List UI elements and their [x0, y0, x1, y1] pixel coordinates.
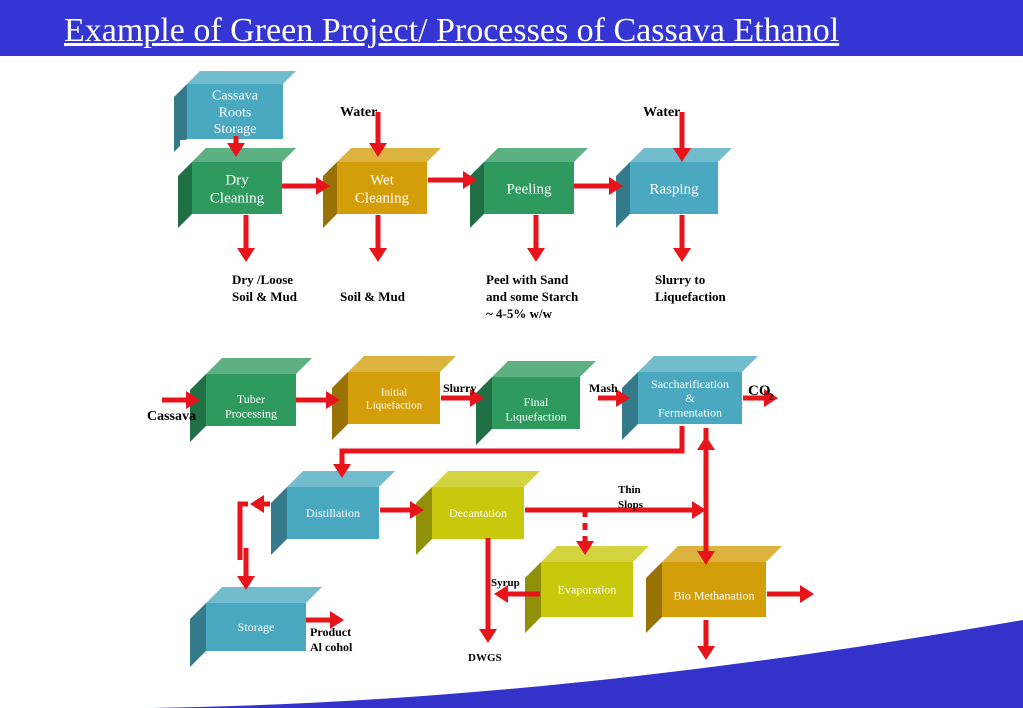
label-thin-slops: Thin: [618, 484, 641, 496]
flow-arrow: [369, 112, 387, 157]
box-label: Roots: [219, 105, 252, 120]
label-co2-sub: 2: [769, 392, 774, 402]
flow-arrow: [527, 215, 545, 262]
box-saccharification: Saccharification&Fermentation: [622, 356, 758, 440]
box-label: Evaporation: [558, 583, 617, 597]
box-rasping: Rasping: [616, 148, 732, 228]
flow-arrow: [574, 177, 623, 195]
box-top-face: [192, 148, 296, 162]
label-soil-mud: Soil & Mud: [340, 289, 406, 304]
box-label: Processing: [225, 406, 277, 420]
label-syrup: Syrup: [491, 577, 520, 589]
label-product: Product: [310, 625, 351, 639]
flow-arrow: [576, 510, 594, 555]
box-decantation: Decantation: [416, 471, 540, 555]
flow-arrow: [237, 215, 255, 262]
label-mash: Mash: [589, 381, 618, 395]
box-storage: Storage: [190, 587, 322, 667]
box-label: Cleaning: [210, 190, 265, 206]
label-dry-loose: Dry /Loose: [232, 272, 293, 287]
flow-arrow: [306, 611, 344, 629]
box-label: Initial: [381, 386, 407, 398]
flow-arrow: [598, 389, 630, 407]
flow-arrow: [673, 112, 691, 162]
box-label: Liquefaction: [505, 409, 566, 423]
flow-arrow: [494, 585, 540, 603]
label-peel-sand: and some Starch: [486, 289, 579, 304]
flow-arrow: [428, 171, 477, 189]
box-label: Cleaning: [355, 190, 410, 206]
box-bio-methanation: Bio Methanation: [646, 546, 782, 633]
decorative-wave: [150, 620, 1023, 708]
box-distillation: Distillation: [271, 471, 395, 555]
flow-arrow: [441, 389, 484, 407]
flow-arrow: [333, 462, 351, 478]
flow-arrow: [743, 389, 778, 407]
box-label: Fermentation: [658, 406, 722, 420]
flow-arrow: [697, 620, 715, 660]
label-slurry-liq: Slurry to: [655, 272, 705, 287]
box-peeling: Peeling: [470, 148, 588, 228]
flow-arrow: [237, 548, 255, 590]
flow-arrow: [525, 501, 706, 519]
flow-arrow: [479, 538, 497, 643]
flow-path: [237, 501, 248, 560]
box-label: Cassava: [212, 89, 259, 104]
label-slurry: Slurry: [443, 381, 476, 395]
flow-arrow: [380, 501, 424, 519]
box-label: Peeling: [507, 181, 552, 197]
box-label: Dry: [225, 172, 249, 188]
title-bar: [0, 0, 1023, 56]
box-label: Final: [524, 395, 549, 409]
box-label: Saccharification: [651, 377, 729, 391]
label-co2: CO: [748, 383, 771, 399]
flow-arrow: [227, 136, 245, 157]
flow-arrow: [282, 177, 330, 195]
label-cassava: Cassava: [147, 409, 196, 424]
label-dwgs: DWGS: [468, 652, 502, 664]
box-label: Rasping: [649, 181, 699, 197]
label-peel-sand: ~ 4-5% w/w: [486, 306, 553, 321]
label-product: Al cohol: [310, 640, 353, 654]
box-label: &: [685, 391, 695, 405]
page-title: Example of Green Project/ Processes of C…: [64, 12, 840, 49]
flow-arrow: [369, 215, 387, 262]
flow-arrow: [162, 391, 200, 409]
flow-path: [339, 426, 685, 466]
label-dry-loose: Soil & Mud: [232, 289, 298, 304]
label-slurry-liq: Liquefaction: [655, 289, 727, 304]
label-water-1: Water: [340, 105, 377, 120]
box-label: Decantation: [449, 506, 507, 520]
box-label: Tuber: [237, 392, 265, 406]
box-evaporation: Evaporation: [525, 546, 649, 633]
label-water-2: Water: [643, 105, 680, 120]
label-peel-sand: Peel with Sand: [486, 272, 569, 287]
flow-arrow: [697, 428, 715, 565]
box-label: Bio Methanation: [674, 589, 755, 603]
flow-arrow: [673, 215, 691, 262]
flow-arrow: [250, 495, 270, 513]
box-label: Distillation: [306, 506, 360, 520]
flow-arrow: [296, 391, 340, 409]
box-label: Wet: [370, 172, 395, 188]
box-label: Storage: [238, 620, 275, 634]
flow-arrow: [767, 585, 814, 603]
label-thin-slops: Slops: [618, 499, 644, 511]
box-label: Liquefaction: [366, 399, 423, 411]
box-label: Storage: [214, 122, 257, 137]
